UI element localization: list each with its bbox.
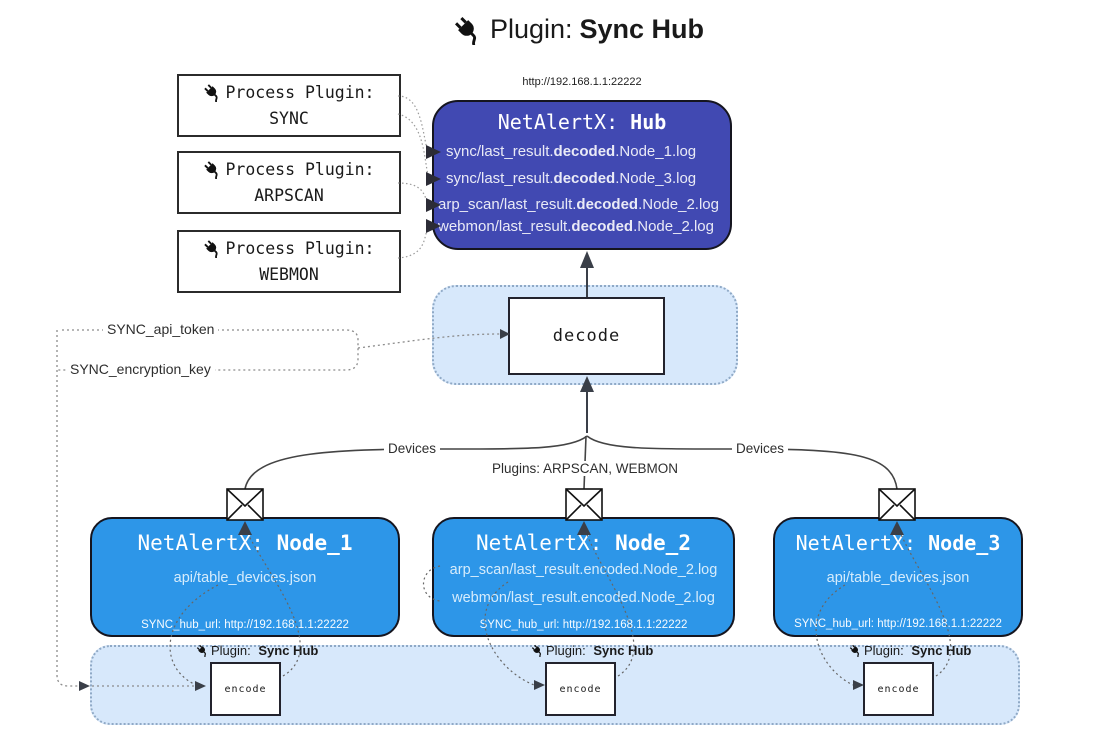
edge-label-plugins-center: Plugins: ARPSCAN, WEBMON <box>487 461 683 476</box>
encode-box: encode <box>545 662 616 716</box>
process-plugin-label: Process Plugin: <box>225 82 375 102</box>
encode-box: encode <box>210 662 281 716</box>
node-hub-url: SYNC_hub_url: http://192.168.1.1:22222 <box>479 619 688 631</box>
hub-log-line: webmon/last_result.decoded.Node_2.log <box>438 218 714 235</box>
diagram-title: Plugin: Sync Hub <box>0 14 1117 45</box>
plug-icon <box>531 644 544 657</box>
process-plugin-name: WEBMON <box>259 264 319 284</box>
node-file-line: arp_scan/last_result.encoded.Node_2.log <box>449 562 718 578</box>
process-plugin-box-sync: Process Plugin: SYNC <box>177 74 401 137</box>
hub-log-line: arp_scan/last_result.decoded.Node_2.log <box>438 196 719 213</box>
encode-label: encode <box>877 683 920 695</box>
process-plugin-box-webmon: Process Plugin: WEBMON <box>177 230 401 293</box>
hub-box <box>432 100 732 250</box>
hub-url: http://192.168.1.1:22222 <box>522 76 642 88</box>
sync-api-token-label: SYNC_api_token <box>103 321 219 337</box>
plug-icon <box>453 15 483 45</box>
hub-title-bold: Hub <box>630 110 667 134</box>
encode-label: encode <box>559 683 602 695</box>
decode-label: decode <box>552 326 621 346</box>
process-plugin-box-arpscan: Process Plugin: ARPSCAN <box>177 151 401 214</box>
edge-label-devices-right: Devices <box>731 441 789 456</box>
process-plugin-label: Process Plugin: <box>225 159 375 179</box>
hub-log-line: sync/last_result.decoded.Node_1.log <box>446 143 697 160</box>
node-file-line: webmon/last_result.encoded.Node_2.log <box>452 590 715 606</box>
hub-title-prefix: NetAlertX: <box>497 110 619 134</box>
hub-log-line: sync/last_result.decoded.Node_3.log <box>446 170 697 187</box>
node-title: NetAlertX: Node_1 <box>137 531 353 555</box>
node-title: NetAlertX: Node_3 <box>795 531 1001 555</box>
plug-icon <box>849 644 862 657</box>
title-prefix: Plugin: <box>489 14 573 44</box>
node-file-line: api/table_devices.json <box>173 570 317 586</box>
node-box-node-1 <box>90 517 400 637</box>
sync-encryption-key-label: SYNC_encryption_key <box>66 361 215 377</box>
plug-icon <box>203 160 222 179</box>
encode-label: encode <box>224 683 267 695</box>
decode-box: decode <box>508 297 665 375</box>
plug-icon <box>203 239 222 258</box>
plug-icon <box>196 644 209 657</box>
node-hub-url: SYNC_hub_url: http://192.168.1.1:22222 <box>794 618 1002 630</box>
node-hub-url: SYNC_hub_url: http://192.168.1.1:22222 <box>141 619 349 631</box>
edge-label-devices-left: Devices <box>383 441 441 456</box>
plug-icon <box>203 83 222 102</box>
node-box-node-3 <box>773 517 1023 637</box>
encode-plugin-label: Plugin: Sync Hub <box>531 643 653 658</box>
hub-title: NetAlertX: Hub <box>432 110 732 134</box>
encode-plugin-label: Plugin: Sync Hub <box>849 643 971 658</box>
title-bold: Sync Hub <box>579 14 705 44</box>
node-box-node-2 <box>432 517 735 637</box>
process-plugin-name: SYNC <box>269 108 309 128</box>
node-file-line: api/table_devices.json <box>826 570 970 586</box>
process-plugin-label: Process Plugin: <box>225 238 375 258</box>
encode-plugin-label: Plugin: Sync Hub <box>196 643 318 658</box>
node-title: NetAlertX: Node_2 <box>476 531 691 555</box>
encode-box: encode <box>863 662 934 716</box>
process-plugin-name: ARPSCAN <box>254 185 324 205</box>
envelope-icon <box>226 488 916 521</box>
